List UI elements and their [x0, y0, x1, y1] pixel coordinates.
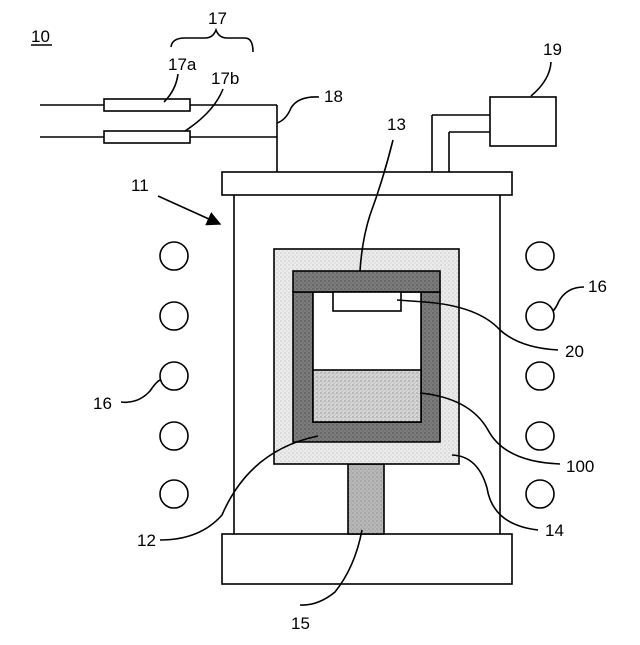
arrow-11: [158, 196, 220, 224]
leader-16-right: [553, 287, 584, 311]
label-17a: 17a: [168, 55, 197, 74]
coil-left-column: [160, 242, 188, 508]
leader-16-left: [121, 380, 160, 402]
gas-line-b-valve: [104, 131, 190, 143]
label-16-left: 16: [93, 394, 112, 413]
source-material: [313, 370, 421, 422]
gas-supply-system: [40, 99, 277, 172]
chamber-base: [222, 534, 512, 584]
leader-19: [531, 62, 551, 96]
device-label: 10: [31, 27, 50, 46]
label-11: 11: [131, 176, 149, 195]
label-14: 14: [545, 521, 564, 540]
exhaust-unit: [432, 97, 556, 172]
label-18: 18: [324, 87, 343, 106]
label-17b: 17b: [211, 69, 239, 88]
label-13: 13: [387, 115, 406, 134]
support-rod: [348, 464, 384, 534]
label-16-right: 16: [588, 277, 607, 296]
gas-line-a-valve: [104, 99, 190, 111]
label-12: 12: [137, 531, 156, 550]
seed-crystal: [333, 292, 401, 311]
label-20: 20: [565, 342, 584, 361]
crucible-lid: [293, 271, 440, 292]
label-15: 15: [291, 614, 310, 633]
gas-system-brace: [171, 30, 253, 52]
coil-right-column: [526, 242, 554, 508]
leader-14: [452, 455, 538, 530]
label-100: 100: [566, 457, 594, 476]
leader-18: [277, 97, 319, 123]
label-17: 17: [208, 9, 227, 28]
chamber-top-flange: [222, 172, 512, 195]
leader-17a: [164, 74, 178, 102]
label-19: 19: [543, 40, 562, 59]
